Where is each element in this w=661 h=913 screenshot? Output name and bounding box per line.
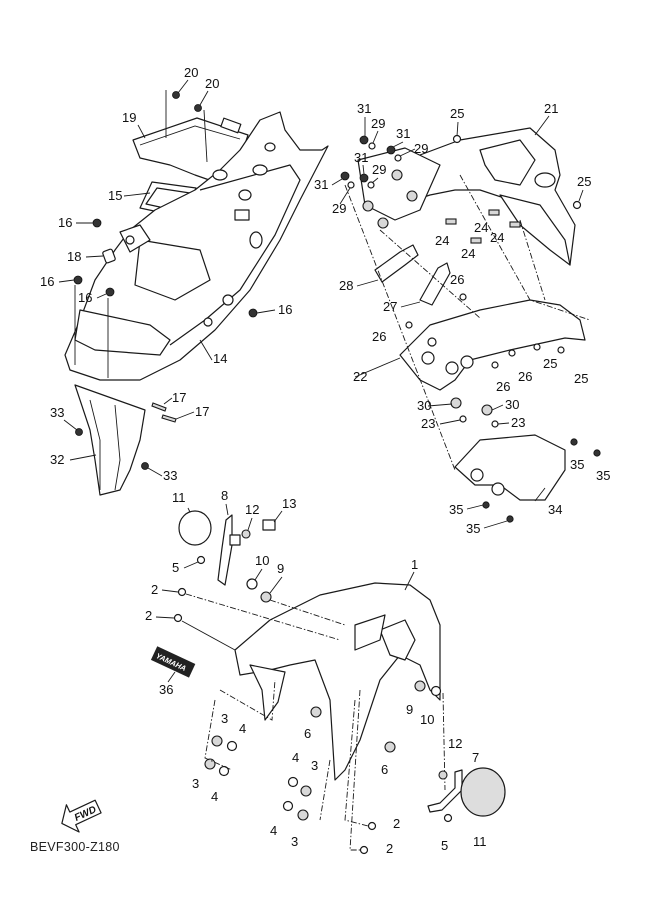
callout: 25 — [577, 174, 591, 189]
callout: 26 — [450, 272, 464, 287]
callout: 32 — [50, 452, 64, 467]
callout-labels: 20 20 19 15 16 18 16 16 16 14 17 17 33 3… — [40, 65, 610, 856]
callout: 3 — [311, 758, 318, 773]
callout: 17 — [195, 404, 209, 419]
callout: 25 — [450, 106, 464, 121]
callout: 21 — [544, 101, 558, 116]
callout: 2 — [151, 582, 158, 597]
callout: 23 — [511, 415, 525, 430]
callout: 33 — [163, 468, 177, 483]
callout: 2 — [393, 816, 400, 831]
callout: 9 — [406, 702, 413, 717]
callout: 4 — [270, 823, 277, 838]
part-27-bracket — [419, 262, 451, 306]
callout: 24 — [435, 233, 449, 248]
callout: 12 — [448, 736, 462, 751]
part-11-reflector — [178, 510, 212, 546]
callout: 20 — [205, 76, 219, 91]
fwd-direction-icon: FWD — [61, 799, 102, 833]
callout: 4 — [292, 750, 299, 765]
callout: 5 — [441, 838, 448, 853]
drawing-code: BEVF300-Z180 — [30, 840, 120, 854]
callout: 2 — [386, 841, 393, 856]
callout: 30 — [417, 398, 431, 413]
callout: 29 — [414, 141, 428, 156]
callout: 35 — [570, 457, 584, 472]
callout: 35 — [596, 468, 610, 483]
part-8-bracket — [217, 514, 233, 586]
callout: 16 — [58, 215, 72, 230]
part-16-bolts — [73, 218, 258, 318]
callout: 9 — [277, 561, 284, 576]
callout: 22 — [353, 369, 367, 384]
callout: 27 — [383, 299, 397, 314]
part-11-reflector-right — [460, 767, 506, 817]
callout: 30 — [505, 397, 519, 412]
callout: 24 — [490, 230, 504, 245]
callout: 3 — [221, 711, 228, 726]
part-36-yamaha-decal: YAMAHA — [150, 646, 196, 678]
part-18-rubber — [102, 248, 116, 264]
leader-lines — [58, 79, 584, 683]
callout: 34 — [548, 502, 562, 517]
callout: 26 — [372, 329, 386, 344]
callout: 35 — [449, 502, 463, 517]
part-28-bracket — [374, 244, 419, 283]
callout: 24 — [474, 220, 488, 235]
callout: 4 — [239, 721, 246, 736]
callout: 35 — [466, 521, 480, 536]
callout: 20 — [184, 65, 198, 80]
callout: 31 — [314, 177, 328, 192]
callout: 7 — [472, 750, 479, 765]
callout: 12 — [245, 502, 259, 517]
part-32-mudflap — [74, 384, 146, 496]
rear-fender-group — [64, 90, 329, 496]
callout: 8 — [221, 488, 228, 503]
callout: 26 — [518, 369, 532, 384]
callout: 10 — [255, 553, 269, 568]
callout: 26 — [496, 379, 510, 394]
callout: 11 — [172, 490, 186, 505]
callout: 6 — [381, 762, 388, 777]
callout: 15 — [108, 188, 122, 203]
front-fender-group: YAMAHA — [150, 510, 506, 855]
part-31-29-nuts — [340, 135, 402, 189]
callout: 31 — [396, 126, 410, 141]
callout: 36 — [159, 682, 173, 697]
callout: 25 — [543, 356, 557, 371]
callout: 29 — [371, 116, 385, 131]
callout: 11 — [473, 834, 487, 849]
callout: 19 — [122, 110, 136, 125]
callout: 29 — [372, 162, 386, 177]
callout: 33 — [50, 405, 64, 420]
part-7-bracket — [427, 769, 463, 813]
callout: 23 — [421, 416, 435, 431]
callout: 24 — [461, 246, 475, 261]
callout: 6 — [304, 726, 311, 741]
part-22-lower-cover — [399, 299, 586, 391]
tail-group — [340, 127, 601, 523]
callout: 28 — [339, 278, 353, 293]
callout: 13 — [282, 496, 296, 511]
callout: 16 — [278, 302, 292, 317]
callout: 29 — [332, 201, 346, 216]
callout: 16 — [78, 290, 92, 305]
callout: 4 — [211, 789, 218, 804]
fwd-label: FWD — [73, 804, 98, 824]
callout: 25 — [574, 371, 588, 386]
part-26-screws — [405, 293, 565, 369]
callout: 31 — [357, 101, 371, 116]
callout: 14 — [213, 351, 227, 366]
callout: 3 — [192, 776, 199, 791]
callout: 10 — [420, 712, 434, 727]
callout: 3 — [291, 834, 298, 849]
part-34-cover — [454, 434, 566, 501]
callout: 2 — [145, 608, 152, 623]
callout: 16 — [40, 274, 54, 289]
callout: 31 — [354, 150, 368, 165]
callout: 1 — [411, 557, 418, 572]
callout: 18 — [67, 249, 81, 264]
callout: 17 — [172, 390, 186, 405]
callout: 5 — [172, 560, 179, 575]
